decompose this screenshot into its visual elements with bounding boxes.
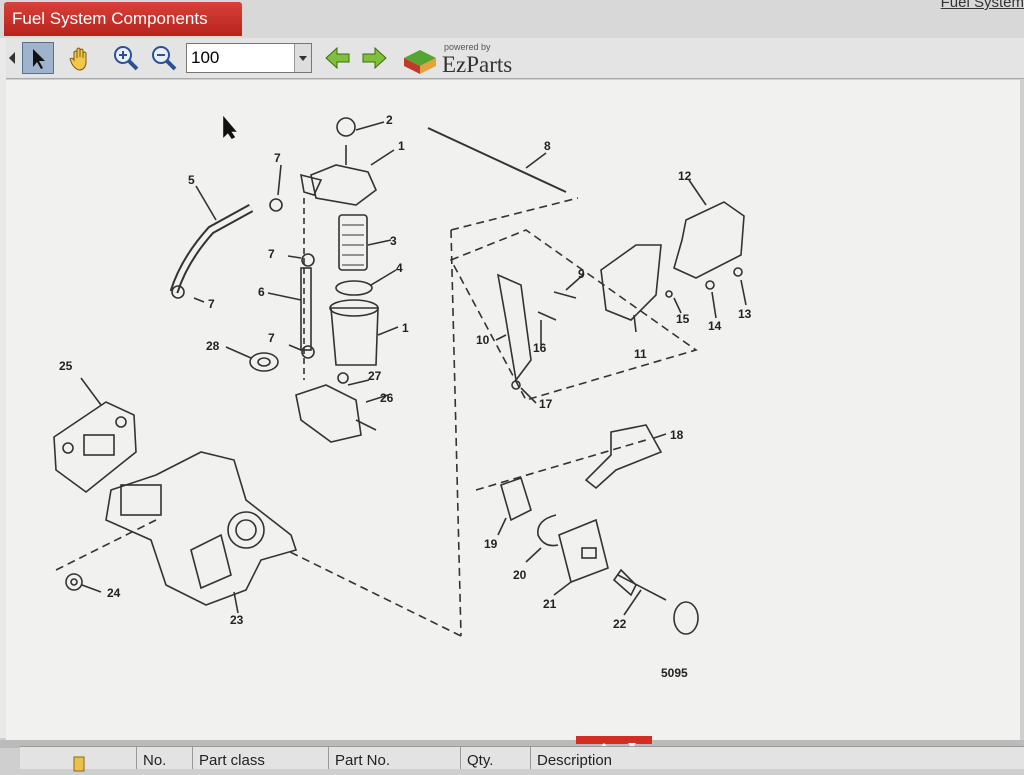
callout-label: 20 <box>513 568 527 582</box>
zoom-in-icon <box>110 42 142 74</box>
next-button[interactable] <box>358 42 390 74</box>
top-links: Fuel System <box>921 0 1024 11</box>
column-header-part-no[interactable]: Part No. <box>328 747 460 769</box>
column-header-qty[interactable]: Qty. <box>460 747 530 769</box>
callout-label: 25 <box>59 359 73 373</box>
toolbar: 100 powered by EzParts <box>6 38 1024 79</box>
figure-number: 5095 <box>661 666 688 680</box>
callout-label: 1 <box>398 139 405 153</box>
arrow-right-icon <box>358 42 390 74</box>
column-icon[interactable] <box>20 747 136 772</box>
pan-tool-button[interactable] <box>64 42 96 74</box>
zoom-level-value: 100 <box>191 48 220 67</box>
column-header-description[interactable]: Description <box>530 747 1024 769</box>
callout-label: 28 <box>206 339 220 353</box>
callout-label: 8 <box>544 139 551 153</box>
callout-label: 14 <box>708 319 722 333</box>
callout-label: 17 <box>539 397 553 411</box>
callout-label: 7 <box>268 247 275 261</box>
callout-label: 5 <box>188 173 195 187</box>
callout-label: 12 <box>678 169 692 183</box>
callout-label: 22 <box>613 617 627 631</box>
arrow-pointer-icon <box>23 43 53 73</box>
splitter-handle[interactable] <box>576 736 652 748</box>
callout-label: 16 <box>533 341 547 355</box>
ezparts-box-icon <box>400 50 440 80</box>
callout-label: 1 <box>402 321 409 335</box>
callout-label: 11 <box>634 347 647 361</box>
exploded-parts-diagram: 1 2 1 3 4 5 6 7 7 7 7 8 9 10 11 12 13 14… <box>53 113 752 680</box>
callout-label: 7 <box>274 151 281 165</box>
callout-label: 13 <box>738 307 752 321</box>
splitter-bar[interactable] <box>0 740 1024 748</box>
zoom-out-icon <box>148 42 180 74</box>
toolbar-collapse-button[interactable] <box>6 42 18 74</box>
callout-label: 23 <box>230 613 244 627</box>
window-top-band: Fuel System Components Fuel System <box>0 0 1024 38</box>
callout-label: 18 <box>670 428 684 442</box>
ezparts-logo: powered by EzParts <box>400 40 540 78</box>
previous-button[interactable] <box>322 42 354 74</box>
left-edge <box>0 38 6 738</box>
select-tool-button[interactable] <box>22 42 54 74</box>
callout-label: 21 <box>543 597 557 611</box>
callout-label: 9 <box>578 267 585 281</box>
zoom-dropdown-button[interactable] <box>294 44 311 72</box>
callout-label: 26 <box>380 391 394 405</box>
callout-label: 4 <box>396 261 403 275</box>
callout-label: 3 <box>390 234 397 248</box>
top-link-fuel-system[interactable]: Fuel System <box>940 0 1024 11</box>
column-header-no[interactable]: No. <box>136 747 192 769</box>
brand-name: EzParts <box>442 52 513 77</box>
callout-label: 6 <box>258 285 265 299</box>
arrow-left-icon <box>322 42 354 74</box>
parts-diagram-canvas[interactable]: 1 2 1 3 4 5 6 7 7 7 7 8 9 10 11 12 13 14… <box>6 80 1020 740</box>
hand-icon <box>64 42 96 74</box>
column-header-part-class[interactable]: Part class <box>192 747 328 769</box>
callout-label: 10 <box>476 333 490 347</box>
parts-table-header: No. Part class Part No. Qty. Description <box>20 746 1024 772</box>
callout-label: 7 <box>268 331 275 345</box>
callout-label: 2 <box>386 113 393 127</box>
chevron-down-icon <box>295 56 311 76</box>
callout-label: 19 <box>484 537 498 551</box>
zoom-out-button[interactable] <box>148 42 180 74</box>
zoom-in-button[interactable] <box>110 42 142 74</box>
callout-label: 7 <box>208 297 215 311</box>
callout-label: 15 <box>676 312 690 326</box>
tab-fuel-system-components[interactable]: Fuel System Components <box>4 2 242 36</box>
zoom-level-select[interactable]: 100 <box>186 43 312 73</box>
brand-powered-by: powered by <box>444 42 491 52</box>
mouse-cursor <box>223 115 237 140</box>
callout-label: 24 <box>107 586 121 600</box>
callout-label: 27 <box>368 369 382 383</box>
